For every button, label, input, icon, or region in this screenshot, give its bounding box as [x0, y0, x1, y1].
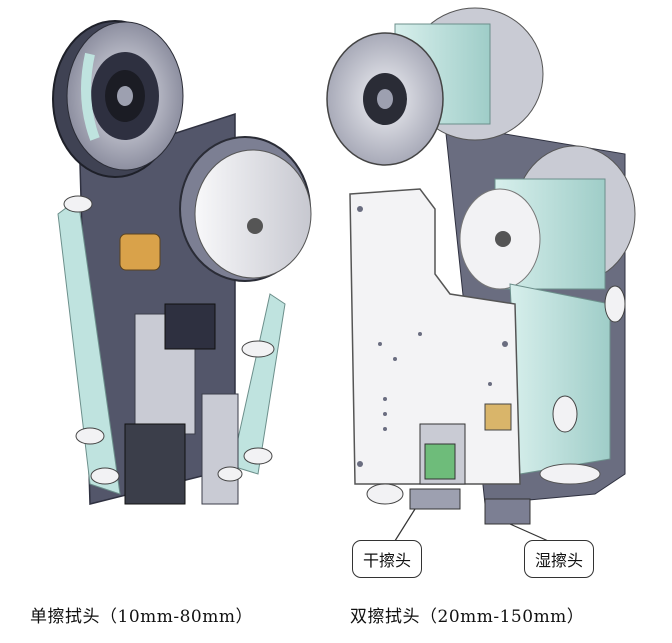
- single-wiper-caption: 单擦拭头（10mm-80mm）: [30, 607, 253, 627]
- connector: [484, 403, 512, 431]
- front-plate: [349, 188, 521, 485]
- rollers: [366, 285, 626, 505]
- tape-left: [57, 198, 121, 495]
- wet-head-callout: 湿擦头: [524, 540, 595, 578]
- supply-reel: [326, 7, 544, 166]
- tape-right: [231, 293, 286, 475]
- wet-wiper-head: [484, 463, 601, 525]
- wiper-head-assembly: [124, 303, 239, 505]
- dry-wiper-head: [409, 423, 466, 510]
- takeup-reel: [459, 145, 636, 290]
- motor: [119, 233, 161, 271]
- single-wiper-illustration: [52, 20, 312, 505]
- supply-reel: [52, 20, 184, 178]
- double-wiper-caption: 双擦拭头（20mm-150mm）: [350, 607, 585, 627]
- rollers: [63, 195, 275, 485]
- dry-head-callout: 干擦头: [352, 540, 423, 578]
- plate-holes: [357, 206, 508, 467]
- takeup-drum: [179, 136, 312, 282]
- double-wiper-illustration: [326, 7, 636, 545]
- tape-right: [509, 283, 611, 475]
- dry-leader: [392, 508, 416, 545]
